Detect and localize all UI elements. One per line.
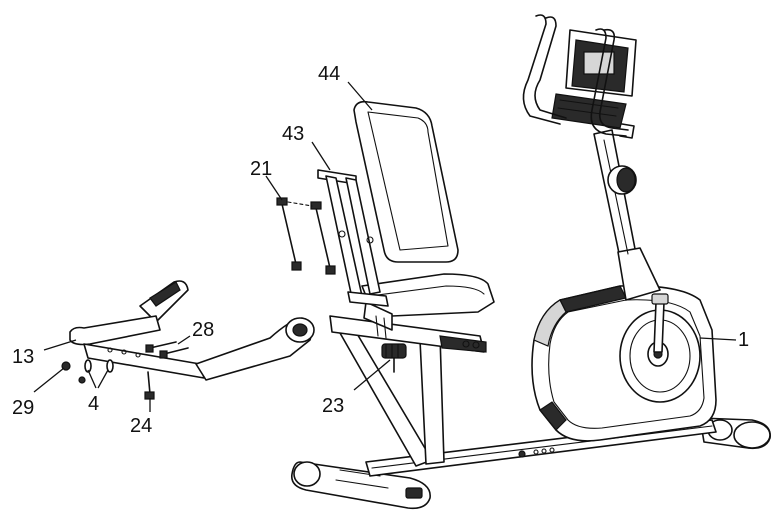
callout-23: 23 xyxy=(322,395,344,417)
backrest-bracket xyxy=(317,169,389,307)
callout-4: 4 xyxy=(88,393,99,415)
callout-43: 43 xyxy=(282,123,304,145)
leader-4b xyxy=(97,369,109,389)
callout-24: 24 xyxy=(130,415,152,437)
callout-29: 29 xyxy=(12,397,34,419)
nuts-and-washers xyxy=(61,359,114,384)
leader-21 xyxy=(265,175,283,201)
flywheel-shroud xyxy=(531,284,717,442)
bolt-24 xyxy=(144,371,155,400)
leader-23 xyxy=(353,359,391,391)
console xyxy=(551,29,637,129)
leader-13 xyxy=(43,339,77,351)
callout-1: 1 xyxy=(738,329,749,351)
leader-43 xyxy=(311,141,331,171)
leader-4a xyxy=(87,369,97,389)
seat-frame xyxy=(329,315,487,467)
main-frame xyxy=(290,14,771,510)
callout-21: 21 xyxy=(250,158,272,180)
leader-44 xyxy=(347,81,373,111)
front-handlebars xyxy=(522,14,635,139)
leader-1 xyxy=(699,337,737,341)
callout-28: 28 xyxy=(192,319,214,341)
seat-handlebar xyxy=(69,280,315,381)
bolts-21 xyxy=(276,197,336,275)
leader-28 xyxy=(177,335,191,345)
backrest xyxy=(353,100,459,263)
callout-13: 13 xyxy=(12,346,34,368)
leader-29 xyxy=(33,367,65,393)
seat-cushion xyxy=(361,273,495,339)
upright-mast xyxy=(593,129,661,301)
rear-stabilizer xyxy=(290,461,431,510)
callout-44: 44 xyxy=(318,63,340,85)
seat-adjustment-knob xyxy=(381,343,407,373)
bolts-28 xyxy=(145,341,189,359)
